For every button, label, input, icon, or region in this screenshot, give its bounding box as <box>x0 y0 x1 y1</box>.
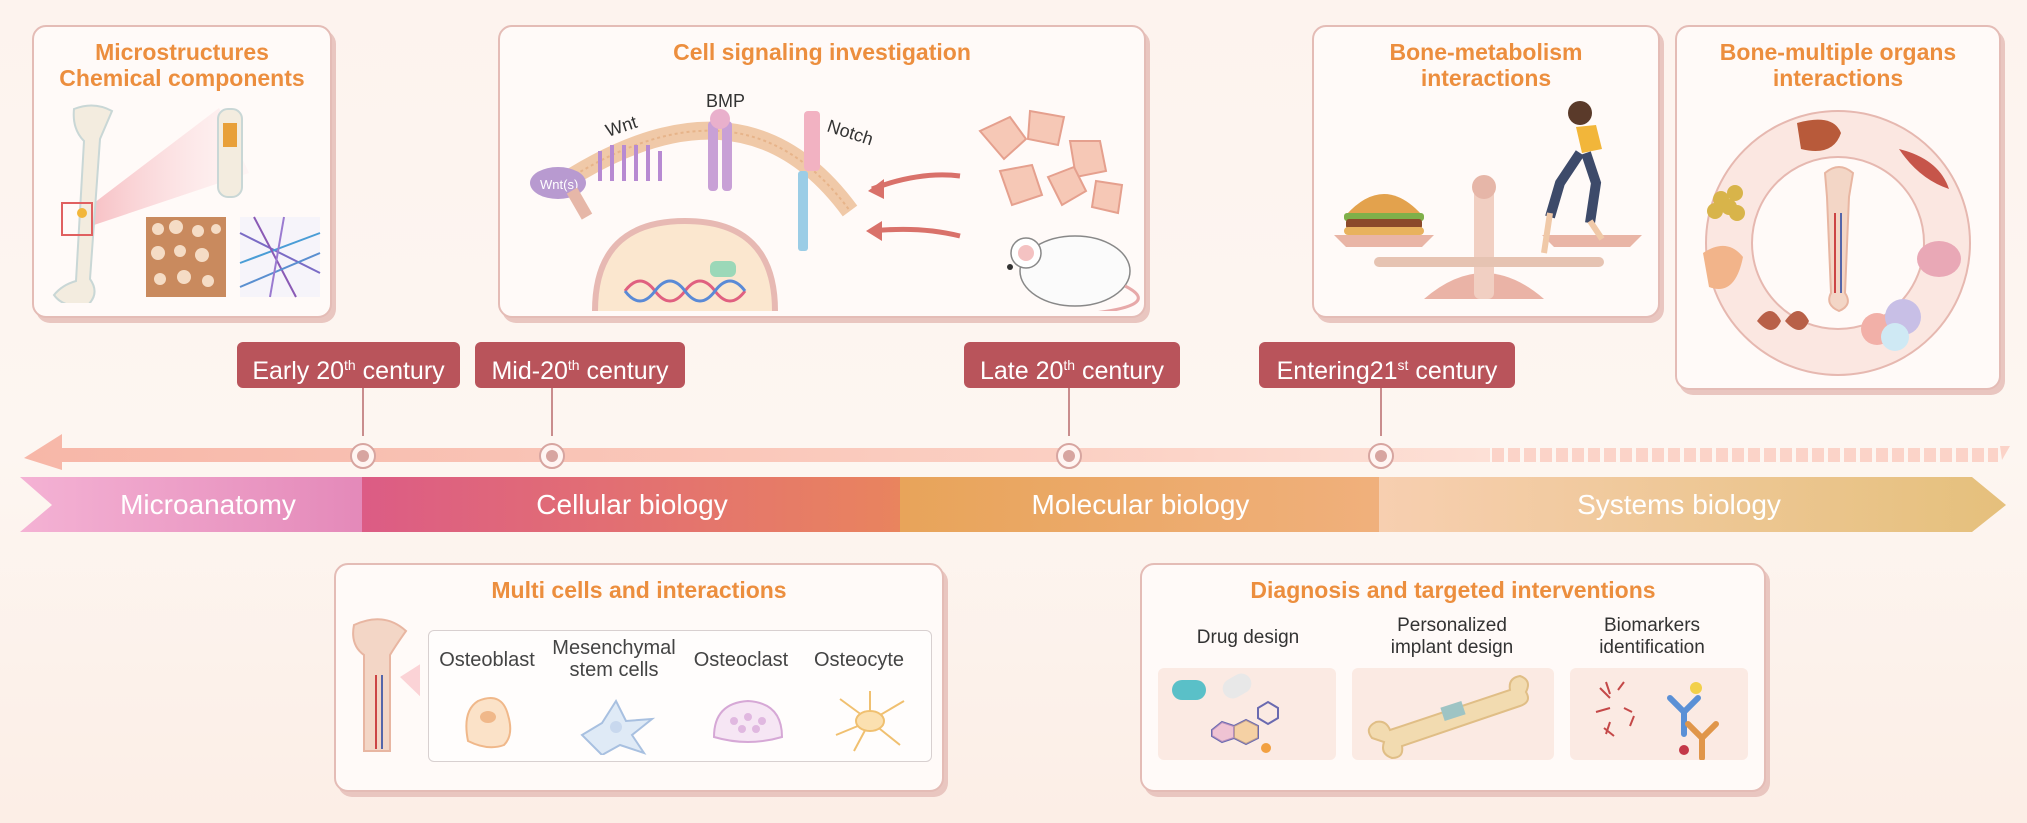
era-mid-20th-century: Mid-20th century <box>475 342 685 388</box>
cell-label-mesenchymal-stem-cells: Mesenchymal stem cells <box>552 637 676 681</box>
era-stem-4 <box>1380 388 1382 436</box>
timeline-node-1 <box>350 443 376 469</box>
bone-organs-title: Bone-multiple organs interactions <box>1719 39 1957 91</box>
bone-metabolism-panel: Bone-metabolism interactions <box>1312 25 1660 318</box>
stage-molecular-biology: Molecular biology <box>1031 489 1250 520</box>
implant-design-tile <box>1352 668 1554 760</box>
metabolism-balance-illustration <box>1334 101 1642 299</box>
osteocyte-icon <box>835 691 905 752</box>
stage-band <box>20 477 2006 532</box>
dx-label-biomarkers-identification: Biomarkers identification <box>1599 615 1705 658</box>
cell-label-osteoblast: Osteoblast <box>439 649 535 671</box>
bone-illustration <box>52 104 321 303</box>
stage-systems-biology: Systems biology <box>1577 489 1781 520</box>
implant-bone-icon <box>1367 674 1529 760</box>
bone-organs-panel: Bone-multiple organs interactions <box>1675 25 2001 390</box>
timeline-arrow <box>24 434 2010 470</box>
mesenchymal-stem-cell-icon <box>580 698 656 755</box>
microstructures-title: Microstructures Chemical components <box>59 39 305 91</box>
bone-section-icon <box>352 618 420 752</box>
cell-label-osteocyte: Osteocyte <box>813 649 905 671</box>
bone-organs-illustration <box>1703 110 1971 376</box>
era-early-20th-century: Early 20th century <box>237 342 460 388</box>
cell-signaling-panel: Cell signaling investigation Wnt(s) Wnt … <box>498 25 1146 318</box>
microstructures-panel: Microstructures Chemical components <box>32 25 332 318</box>
diagnosis-title: Diagnosis and targeted interventions <box>1250 577 1656 603</box>
multi-cells-title: Multi cells and interactions <box>491 577 787 603</box>
timeline-node-4 <box>1368 443 1394 469</box>
bmp-label: BMP <box>706 91 745 111</box>
biomarkers-antibody-icon <box>1595 681 1719 760</box>
era-late-20th-century: Late 20th century <box>964 342 1180 388</box>
era-stem-3 <box>1068 388 1070 436</box>
timeline-node-3 <box>1056 443 1082 469</box>
era-stem-2 <box>551 388 553 436</box>
stage-cellular-biology: Cellular biology <box>536 489 728 520</box>
osteoclast-icon <box>712 699 784 743</box>
cell-label-osteoclast: Osteoclast <box>693 649 789 671</box>
multi-cells-panel: Multi cells and interactions Osteoblast … <box>334 563 944 792</box>
era-entering-21st-century: Entering21st century <box>1259 342 1515 388</box>
drug-molecule-icon <box>1172 673 1279 753</box>
stage-microanatomy: Microanatomy <box>120 489 296 520</box>
dx-label-personalized-implant-design: Personalized implant design <box>1390 615 1514 658</box>
cell-signaling-title: Cell signaling investigation <box>673 39 971 65</box>
cell-signaling-illustration: Wnt(s) Wnt BMP Notch <box>530 91 1140 311</box>
bone-metabolism-title: Bone-metabolism interactions <box>1389 39 1583 91</box>
cell-types-box <box>428 630 932 762</box>
notch-label: Notch <box>825 116 876 150</box>
osteoblast-icon <box>465 697 512 749</box>
biomarkers-tile <box>1570 668 1748 760</box>
drug-design-tile <box>1158 668 1336 760</box>
era-stem-1 <box>362 388 364 436</box>
wnt-ligand-label: Wnt(s) <box>540 177 578 192</box>
dx-label-drug-design: Drug design <box>1196 627 1300 648</box>
timeline-node-2 <box>539 443 565 469</box>
diagnosis-panel: Diagnosis and targeted interventions Dru… <box>1140 563 1766 792</box>
